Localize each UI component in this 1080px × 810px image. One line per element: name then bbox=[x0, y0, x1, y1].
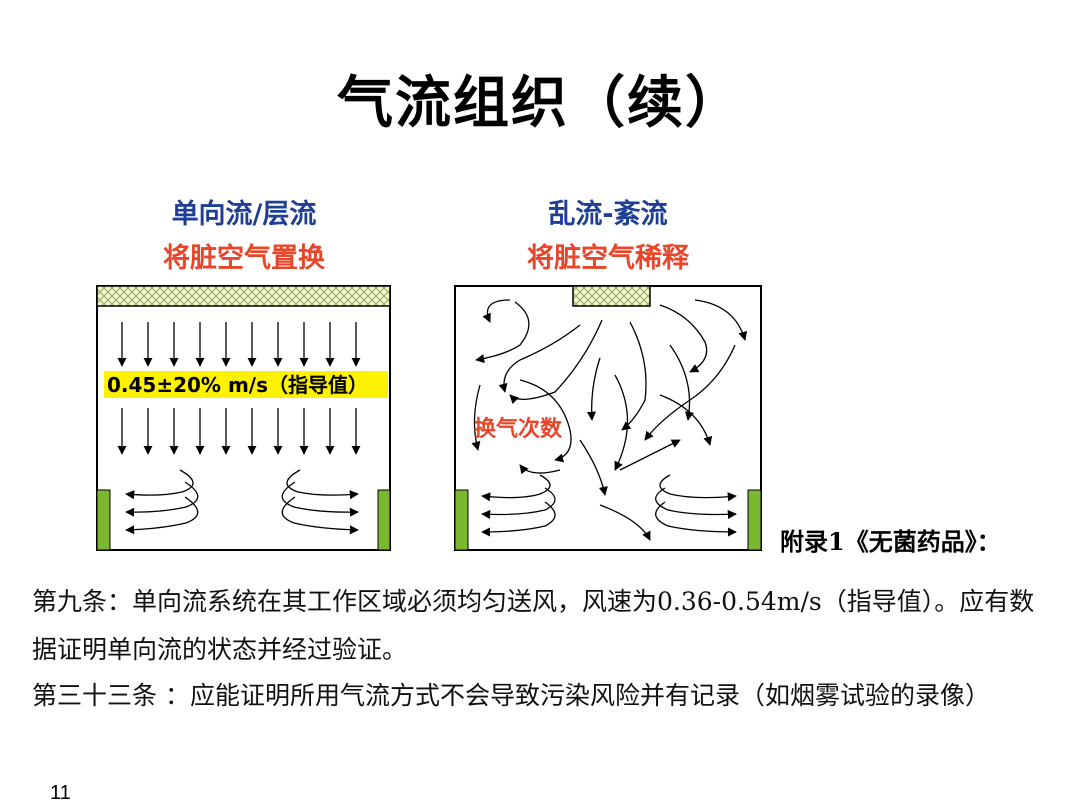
return-air-grille-right bbox=[377, 489, 391, 551]
article-9-text: 第九条：单向流系统在其工作区域必须均匀送风，风速为0.36-0.54m/s（指导… bbox=[32, 587, 1035, 664]
slide-title: 气流组织（续） bbox=[337, 70, 743, 136]
downward-airflow-arrows bbox=[117, 322, 361, 455]
article-33-text: 第三十三条 ：应能证明所用气流方式不会导致污染风险并有记录（如烟雾试验的录像） bbox=[32, 681, 990, 710]
right-panel-subheading: 将脏空气稀释 bbox=[527, 243, 689, 274]
unidirectional-flow-room bbox=[96, 285, 391, 551]
left-panel-heading: 单向流/层流 bbox=[171, 199, 317, 230]
turbulent-flow-room bbox=[454, 285, 762, 551]
left-panel-subheading: 将脏空气置换 bbox=[163, 243, 325, 274]
return-air-grille-right bbox=[747, 489, 762, 551]
velocity-guidance-label: 0.45±20% m/s（指导值） bbox=[107, 373, 368, 397]
return-swirl-arrows bbox=[125, 469, 359, 535]
ceiling-air-diffuser bbox=[572, 285, 651, 307]
turbulent-airflow-arrows bbox=[471, 299, 748, 541]
return-air-grille-left bbox=[454, 489, 469, 551]
appendix-label: 附录1《无菌药品》： bbox=[780, 527, 1001, 556]
return-air-grille-left bbox=[96, 489, 111, 551]
page-number: 11 bbox=[50, 782, 71, 804]
air-change-rate-label: 换气次数 bbox=[474, 416, 563, 442]
velocity-highlight bbox=[104, 371, 388, 398]
right-panel-heading: 乱流-紊流 bbox=[548, 199, 668, 230]
hepa-filter-ceiling bbox=[96, 285, 391, 307]
